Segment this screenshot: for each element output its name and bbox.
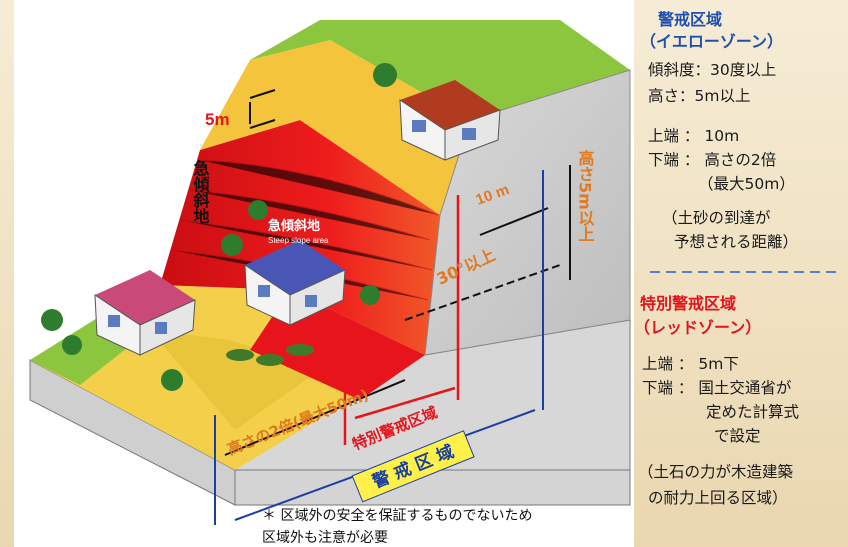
shrubs xyxy=(226,344,314,366)
house-top xyxy=(399,80,501,161)
ground-bottom-face xyxy=(234,469,631,506)
footnote-line-2: 区域外も注意が必要 xyxy=(262,529,388,546)
yellow-zone-title: 警戒区域 xyxy=(658,10,723,29)
red-zone-bottom-edge: 下端 ： 国土交通省が xyxy=(642,379,792,397)
label-steep-area-jp: 急傾斜地 xyxy=(268,218,320,234)
trees xyxy=(41,63,397,391)
yellow-zone-top-edge: 上端 ： 10m xyxy=(648,127,740,145)
legend-panel: 警戒区域 （イエローゾーン） 傾斜度：30度以上 高さ：5m以上 上端 ： 10… xyxy=(634,0,848,547)
footnote-line-1: ＊ 区域外の安全を保証するものでないため xyxy=(262,507,532,524)
red-zone-title: 特別警戒区域 xyxy=(640,294,737,313)
green-hill-top xyxy=(250,20,630,120)
red-zone-note-1: （土石の力が木造建築 xyxy=(638,463,794,481)
yellow-zone-bottom-edge: 下端 ： 高さの2倍 xyxy=(648,151,777,169)
red-zone-top-edge: 上端 ： 5m下 xyxy=(642,355,739,373)
red-zone-note-2: の耐力上回る区域） xyxy=(648,489,788,507)
label-5m: 5m xyxy=(205,110,230,129)
house-bottom xyxy=(94,270,196,356)
red-zone-bottom-edge-3: で設定 xyxy=(714,427,761,445)
yellow-zone-note-1: （土砂の到達が xyxy=(662,209,771,227)
red-zone-subtitle: （レッドゾーン） xyxy=(634,318,762,337)
red-zone-bottom-edge-2: 定めた計算式 xyxy=(706,403,800,421)
yellow-zone-bottom-edge-max: （最大50m） xyxy=(698,175,795,193)
yellow-zone-slope: 傾斜度：30度以上 xyxy=(648,61,777,79)
label-height-5m: 高さ5m以上 xyxy=(576,149,595,242)
yellow-ground-mid xyxy=(150,330,320,430)
yellow-zone-top xyxy=(200,40,470,215)
house-middle xyxy=(244,240,346,326)
yellow-zone-subtitle: （イエローゾーン） xyxy=(640,32,784,51)
measurement-lines xyxy=(224,89,571,456)
label-steep-vertical: 急傾斜地 xyxy=(191,159,211,224)
yellow-zone-note-2: 予想される距離） xyxy=(674,233,799,251)
yellow-zone-height: 高さ：5m以上 xyxy=(648,87,751,105)
label-steep-area-en: Steep slope area xyxy=(268,236,329,245)
red-zone-boundaries xyxy=(343,195,460,445)
